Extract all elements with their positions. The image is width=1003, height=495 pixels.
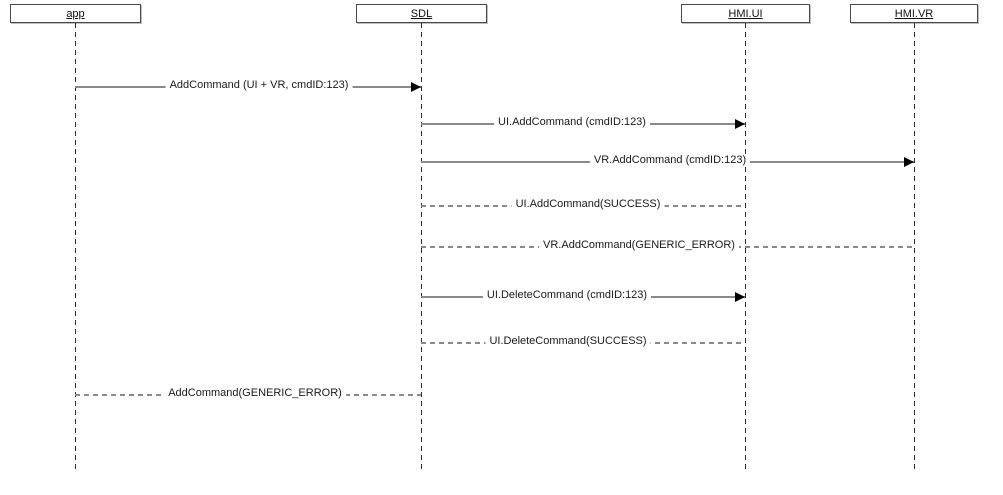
message-label-0: AddCommand (UI + VR, cmdID:123) bbox=[165, 79, 353, 91]
message-label-7: AddCommand(GENERIC_ERROR) bbox=[164, 387, 346, 399]
message-label-6: UI.DeleteCommand(SUCCESS) bbox=[485, 335, 651, 347]
lifeline-app bbox=[75, 23, 76, 473]
actor-box-hmi-ui: HMI.UI bbox=[681, 4, 810, 23]
actor-label-sdl: SDL bbox=[410, 7, 433, 20]
actor-box-sdl: SDL bbox=[356, 4, 487, 23]
lifeline-hmi-ui bbox=[745, 23, 746, 473]
arrowhead-filled-icon bbox=[735, 119, 745, 129]
message-label-5: UI.DeleteCommand (cmdID:123) bbox=[482, 289, 652, 301]
arrowhead-filled-icon bbox=[735, 292, 745, 302]
lifeline-sdl bbox=[421, 23, 422, 473]
arrowhead-filled-icon bbox=[904, 157, 914, 167]
arrowhead-open-icon bbox=[420, 336, 434, 348]
arrowhead-open-icon bbox=[74, 388, 88, 400]
arrowhead-open-icon bbox=[420, 240, 434, 252]
actor-label-hmi-vr: HMI.VR bbox=[894, 7, 934, 20]
arrowhead-filled-icon bbox=[411, 82, 421, 92]
actor-box-app: app bbox=[10, 4, 141, 23]
lifeline-hmi-vr bbox=[914, 23, 915, 473]
message-label-4: VR.AddCommand(GENERIC_ERROR) bbox=[539, 239, 739, 251]
actor-label-app: app bbox=[66, 7, 85, 20]
message-label-3: UI.AddCommand(SUCCESS) bbox=[511, 198, 665, 210]
actor-label-hmi-ui: HMI.UI bbox=[728, 7, 763, 20]
message-label-1: UI.AddCommand (cmdID:123) bbox=[494, 116, 650, 128]
actor-box-hmi-vr: HMI.VR bbox=[850, 4, 978, 23]
arrowhead-open-icon bbox=[420, 199, 434, 211]
message-label-2: VR.AddCommand (cmdID:123) bbox=[589, 154, 751, 166]
